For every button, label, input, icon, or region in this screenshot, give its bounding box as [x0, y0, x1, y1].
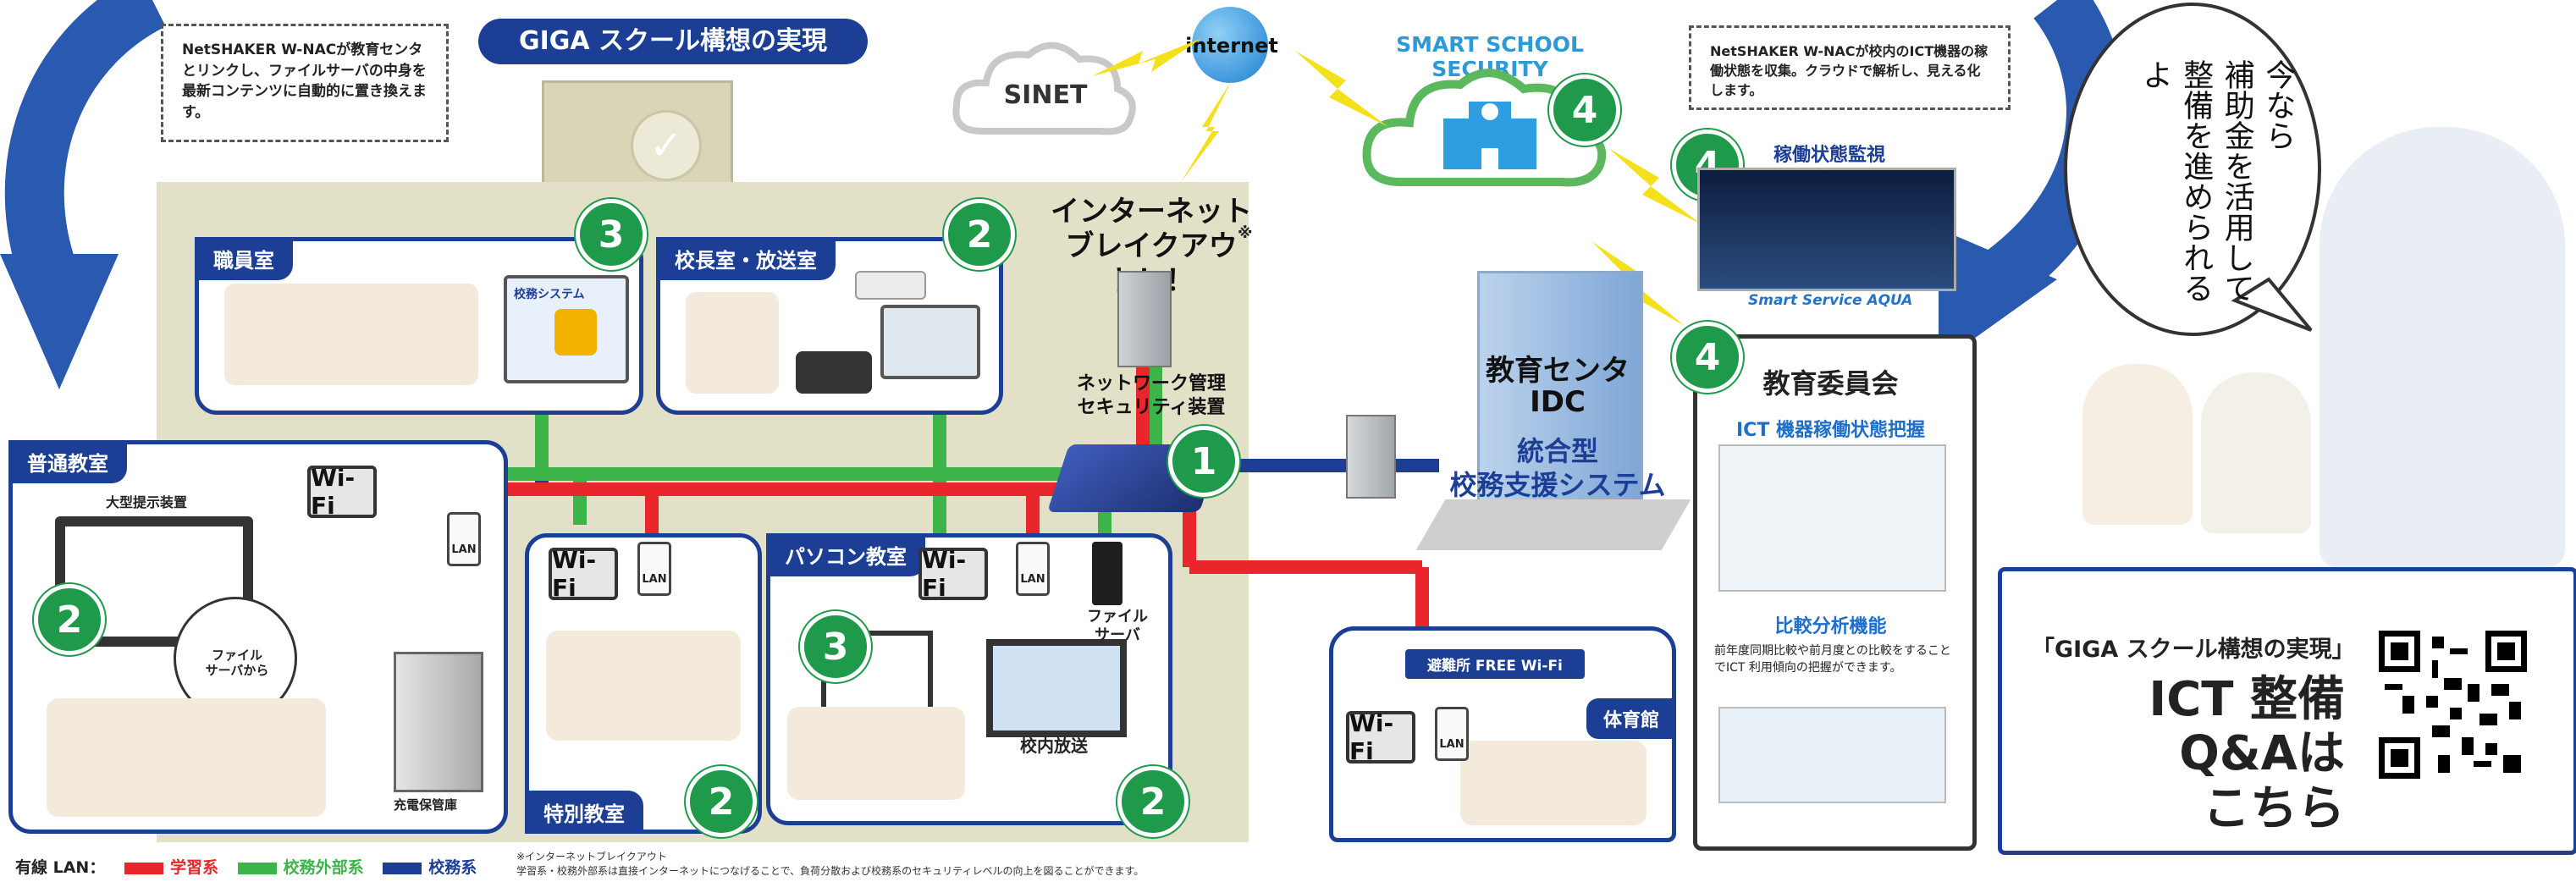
- access-point-icon: [855, 271, 926, 300]
- compare-text: 前年度同期比較や前月度との比較をすることでICT 利用傾向の把握ができます。: [1714, 644, 1951, 675]
- camera-icon: [796, 351, 872, 394]
- compare-title: 比較分析機能: [1774, 616, 1887, 637]
- note-top-right: NetSHAKER W-NACが校内のICT機器の稼働状態を収集。クラウドで解析…: [1689, 25, 2011, 110]
- idc-line1: 教育センタ: [1486, 354, 1630, 388]
- firewall-device-icon: [1117, 271, 1172, 367]
- status-chart-image: [1718, 444, 1946, 592]
- badge-2-special: 2: [686, 766, 757, 837]
- ict-status-title: ICT 機器稼働状態把握: [1736, 420, 1925, 441]
- room-staff: 職員室 校務システム: [195, 237, 643, 415]
- special-students-illustration: [546, 631, 741, 741]
- bolt-icon: [1608, 148, 1702, 224]
- globe-icon: [1192, 7, 1268, 83]
- students-illustration: [47, 698, 326, 817]
- idc-line2: IDC: [1530, 385, 1586, 419]
- presenter-illustration: [2320, 127, 2565, 567]
- badge-2-principal: 2: [944, 199, 1015, 270]
- wifi-classroom: Wi-Fi: [307, 464, 377, 520]
- banner-title: GIGA スクール構想の実現: [478, 19, 868, 64]
- badge-4-cloud: 4: [1549, 74, 1620, 146]
- clock-icon: ✓: [631, 110, 702, 181]
- legend-prefix: 有線 LAN：: [15, 858, 106, 877]
- qa-small-text: 「GIGA スクール構想の実現」: [2032, 637, 2355, 663]
- room-principal: 校長室・放送室: [656, 237, 1003, 415]
- legend-swatch-red: [124, 862, 163, 874]
- curved-arrow-left: [0, 0, 167, 389]
- idc-link-device-icon: [1346, 415, 1396, 499]
- big-display-label: 大型提示装置: [106, 494, 188, 510]
- board-title: 教育委員会: [1762, 367, 1899, 400]
- footnote: ※インターネットブレイクアウト 学習系・校務外部系は直接インターネットにつなげる…: [516, 851, 1145, 878]
- sinet-label: SINET: [1003, 80, 1088, 110]
- idc-ground: [1415, 499, 1691, 550]
- speech-bubble-text: 今なら 補助金を活用して 整備を進められるよ: [2137, 59, 2296, 303]
- legend-item-3: 校務系: [428, 858, 477, 877]
- wifi-pc: Wi-Fi: [918, 546, 988, 602]
- wifi-gym: Wi-Fi: [1346, 709, 1415, 765]
- lan-classroom: LAN: [447, 512, 481, 566]
- badge-1: 1: [1168, 426, 1239, 497]
- bolt-icon: [1591, 241, 1685, 326]
- badge-3-pc: 3: [800, 611, 871, 682]
- wifi-special: Wi-Fi: [549, 546, 618, 602]
- badge-4-board: 4: [1672, 322, 1743, 393]
- room-label-pc: パソコン教室: [766, 533, 925, 576]
- room-classroom: 普通教室 大型提示装置 ファイル サーバから 充電保管庫: [8, 440, 508, 834]
- room-label-classroom: 普通教室: [8, 440, 127, 483]
- bolt-icon: [1181, 80, 1232, 182]
- lock-icon: [554, 309, 597, 356]
- idc-line3: 統合型: [1516, 435, 1598, 467]
- monitoring-room-image: [1697, 168, 1956, 291]
- school-broadcast-label: 校内放送: [1020, 736, 1088, 756]
- lan-gym: LAN: [1435, 707, 1469, 761]
- lan-special: LAN: [637, 542, 671, 596]
- badge-3-staff: 3: [576, 199, 647, 270]
- student-boy-illustration: [2201, 372, 2311, 533]
- laptop-icon: [880, 305, 980, 379]
- room-label-gym: 体育館: [1586, 698, 1676, 739]
- school-system-label: 校務システム: [514, 288, 585, 301]
- room-label-staff: 職員室: [195, 237, 293, 280]
- badge-2-pc: 2: [1117, 766, 1189, 837]
- room-label-special: 特別教室: [525, 791, 643, 834]
- principal-illustration: [686, 292, 779, 394]
- speech-bubble-shape: [2064, 3, 2321, 336]
- bolt-icon: [1295, 51, 1388, 127]
- pc-students-illustration: [787, 707, 965, 800]
- aqua-brand: Smart Service AQUA: [1748, 292, 1913, 309]
- file-server-label: ファイル サーバ: [1087, 608, 1148, 644]
- evacuees-illustration: [1460, 741, 1647, 825]
- file-server-icon: [1092, 542, 1123, 605]
- qa-big-text: ICT 整備 Q&Aは こちら: [2149, 672, 2345, 836]
- legend-item-2: 校務外部系: [283, 858, 364, 877]
- legend-item-1: 学習系: [169, 858, 218, 877]
- legend-swatch-navy: [383, 862, 422, 874]
- nw-device-label: ネットワーク管理 セキュリティ装置: [1076, 373, 1226, 418]
- legend: 有線 LAN： 学習系 校務外部系 校務系: [15, 855, 477, 878]
- compare-chart-image: [1718, 707, 1946, 803]
- badge-2-classroom: 2: [34, 584, 105, 655]
- shelter-wifi-label: 避難所 FREE Wi-Fi: [1405, 649, 1585, 679]
- legend-swatch-green: [237, 862, 277, 874]
- student-girl-illustration: [2082, 364, 2193, 525]
- room-label-principal: 校長室・放送室: [656, 237, 836, 280]
- internet-label: internet: [1185, 34, 1278, 58]
- sinet-cloud-icon: [952, 41, 1136, 135]
- charging-storage-label: 充電保管庫: [394, 797, 458, 813]
- charging-cabinet-icon: [394, 652, 483, 792]
- qa-panel[interactable]: [1998, 567, 2576, 855]
- qr-code-icon[interactable]: [2379, 631, 2527, 779]
- security-cloud-icon: [1362, 69, 1607, 187]
- idc-line4: 校務支援システム: [1449, 469, 1666, 501]
- file-server-from-label: ファイル サーバから: [205, 648, 269, 678]
- broadcast-screen-icon: [986, 639, 1127, 737]
- bolt-icon: [1092, 38, 1202, 76]
- lan-pc: LAN: [1016, 542, 1050, 596]
- monitoring-title: 稼働状態監視: [1773, 145, 1886, 166]
- note-top-left: NetSHAKER W-NACが教育センタとリンクし、ファイルサーバの中身を最新…: [161, 24, 449, 142]
- breakout-mark: ※: [1238, 224, 1253, 242]
- teachers-illustration: [224, 284, 478, 385]
